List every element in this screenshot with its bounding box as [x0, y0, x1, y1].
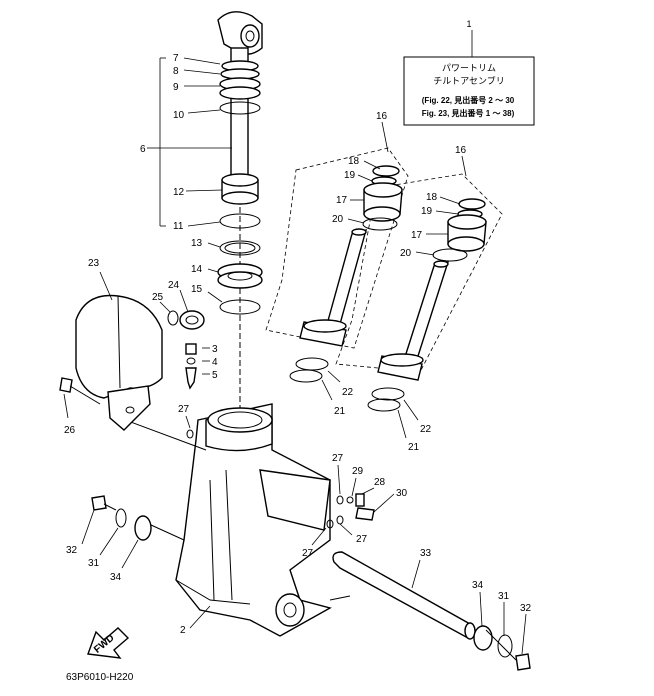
callout-14: 14 — [191, 264, 203, 275]
callout-21-a: 21 — [334, 406, 346, 417]
callout-numbers: 7 8 9 10 6 12 11 13 14 15 23 24 25 3 4 5… — [64, 53, 532, 636]
callout-6: 6 — [140, 144, 146, 155]
callout-19-a: 19 — [344, 170, 356, 181]
callout-4: 4 — [212, 357, 218, 368]
callout-3: 3 — [212, 344, 218, 355]
callout-20-b: 20 — [400, 248, 412, 259]
title-line-3: (Fig. 22, 見出番号 2 ～ 30 — [422, 95, 515, 105]
title-line-2: チルトアセンブリ — [433, 75, 505, 86]
callout-34-b: 34 — [472, 580, 484, 591]
callout-15: 15 — [191, 284, 203, 295]
callout-1: 1 — [466, 19, 471, 29]
drawing-code: 63P6010-H220 — [66, 672, 134, 683]
callout-12: 12 — [173, 187, 185, 198]
callout-25: 25 — [152, 292, 164, 303]
callout-13: 13 — [191, 238, 203, 249]
callout-22-b: 22 — [420, 424, 432, 435]
title-line-1: パワートリム — [442, 63, 496, 73]
callout-28: 28 — [374, 477, 386, 488]
callout-31-b: 31 — [498, 591, 510, 602]
callout-31-a: 31 — [88, 558, 100, 569]
callout-20-a: 20 — [332, 214, 344, 225]
small-parts — [59, 289, 531, 671]
tilt-cylinder-groups — [265, 121, 503, 439]
cover-23 — [75, 271, 163, 431]
callout-16-b: 16 — [455, 145, 467, 156]
callout-2: 2 — [180, 625, 186, 636]
title-box: 1 パワートリム チルトアセンブリ (Fig. 22, 見出番号 2 ～ 30 … — [403, 19, 535, 126]
callout-17-a: 17 — [336, 195, 348, 206]
callout-7: 7 — [173, 53, 179, 64]
callout-10: 10 — [173, 110, 185, 121]
callout-27-c: 27 — [356, 534, 368, 545]
callout-11: 11 — [173, 221, 184, 232]
callout-8: 8 — [173, 66, 179, 77]
callout-16-a: 16 — [376, 111, 388, 122]
callout-18-a: 18 — [348, 156, 360, 167]
callout-24: 24 — [168, 280, 180, 291]
callout-18-b: 18 — [426, 192, 438, 203]
title-line-4: Fig. 23, 見出番号 1 ～ 38) — [422, 108, 515, 118]
callout-5: 5 — [212, 370, 218, 381]
callout-32-a: 32 — [66, 545, 78, 556]
callout-21-b: 21 — [408, 442, 420, 453]
trim-rod-assembly — [147, 11, 263, 420]
callout-17-b: 17 — [411, 230, 423, 241]
callout-19-b: 19 — [421, 206, 433, 217]
callout-34-a: 34 — [110, 572, 122, 583]
callout-29: 29 — [352, 466, 364, 477]
callout-30: 30 — [396, 488, 408, 499]
callout-27-a: 27 — [178, 404, 190, 415]
fwd-arrow: FWD — [87, 627, 130, 659]
callout-9: 9 — [173, 82, 179, 93]
main-body — [119, 403, 351, 637]
callout-32-b: 32 — [520, 603, 532, 614]
callout-22-a: 22 — [342, 387, 354, 398]
callout-23: 23 — [88, 258, 100, 269]
callout-27-d: 27 — [302, 548, 314, 559]
callout-26: 26 — [64, 425, 76, 436]
callout-27-b: 27 — [332, 453, 344, 464]
callout-33: 33 — [420, 548, 432, 559]
